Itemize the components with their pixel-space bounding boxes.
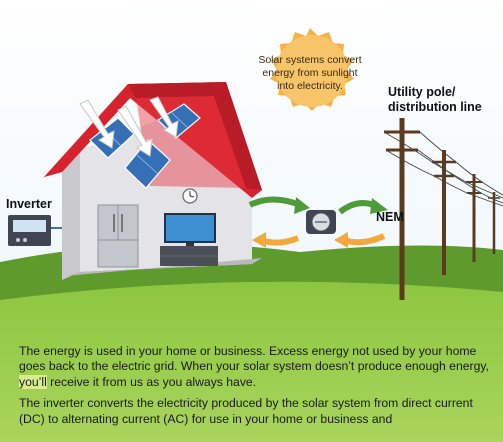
sun-burst-icon <box>270 28 354 111</box>
power-lines <box>383 131 503 207</box>
inverter-label: Inverter <box>6 197 52 211</box>
orange-arrow-from-grid-head <box>334 232 348 248</box>
paragraph-energy-use-part2: receive it from us as you always have. <box>46 374 257 389</box>
front-grass <box>0 281 503 442</box>
paragraph-energy-use-part1: The energy is used in your home or busin… <box>19 344 489 374</box>
utility-pole-label-line2: distribution line <box>388 100 482 114</box>
electric-meter-icon <box>306 210 336 234</box>
nem-label: NEM <box>376 210 404 224</box>
sunlight-arrows <box>79 96 179 157</box>
utility-pole-label-line1: Utility pole/ <box>388 85 456 99</box>
explanation-text: The energy is used in your home or busin… <box>19 344 495 433</box>
green-arrow-to-meter-head <box>294 197 310 214</box>
orange-arrow-to-house-head <box>252 232 266 248</box>
house-side-wall <box>62 150 80 280</box>
highlighted-word: you’ll <box>19 374 47 389</box>
inverter-box-icon <box>8 215 51 246</box>
utility-pole-label: Utility pole/ distribution line <box>388 85 482 115</box>
sun-caption: Solar systems convert energy from sunlig… <box>258 54 362 92</box>
refrigerator-icon <box>97 204 139 268</box>
clock-icon <box>182 188 198 204</box>
green-arrow-to-grid-head <box>370 198 388 214</box>
television-icon <box>160 213 218 266</box>
paragraph-inverter: The inverter converts the electricity pr… <box>19 396 473 426</box>
paragraph-energy-use: The energy is used in your home or busin… <box>19 344 495 390</box>
